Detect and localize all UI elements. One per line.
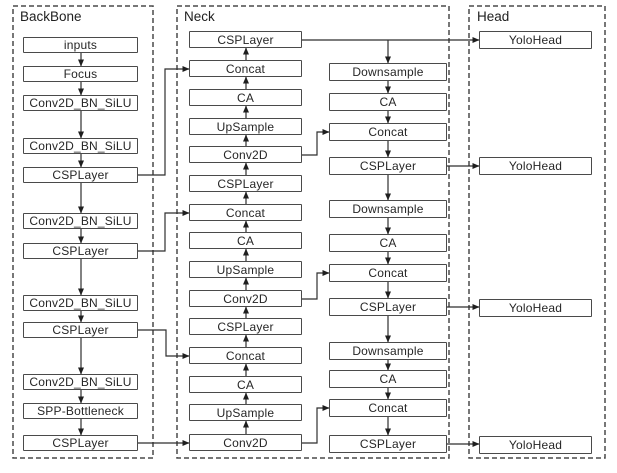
- node-csplayer: CSPLayer: [23, 435, 138, 451]
- group-borders: [12, 5, 606, 459]
- node-csplayer: CSPLayer: [329, 298, 447, 316]
- node-conv2d-bn-silu: Conv2D_BN_SiLU: [23, 213, 138, 229]
- node-yolohead: YoloHead: [479, 299, 592, 317]
- node-concat: Concat: [329, 399, 447, 417]
- node-concat: Concat: [329, 264, 447, 282]
- node-csplayer: CSPLayer: [23, 322, 138, 338]
- node-conv2d-bn-silu: Conv2D_BN_SiLU: [23, 95, 138, 111]
- node-concat: Concat: [189, 204, 302, 221]
- node-upsample: UpSample: [189, 404, 302, 421]
- node-upsample: UpSample: [189, 261, 302, 278]
- node-yolohead: YoloHead: [479, 31, 592, 49]
- node-upsample: UpSample: [189, 118, 302, 135]
- edge-arrow: [138, 66, 190, 176]
- edge-arrow: [138, 210, 190, 252]
- node-concat: Concat: [329, 123, 447, 141]
- node-focus: Focus: [23, 66, 138, 82]
- node-conv2d-bn-silu: Conv2D_BN_SiLU: [23, 374, 138, 390]
- node-ca: CA: [189, 232, 302, 249]
- node-ca: CA: [329, 234, 447, 252]
- node-ca: CA: [189, 89, 302, 106]
- node-yolohead: YoloHead: [479, 157, 592, 175]
- node-conv2d: Conv2D: [189, 290, 302, 307]
- node-ca: CA: [329, 93, 447, 111]
- node-csplayer: CSPLayer: [23, 243, 138, 259]
- node-concat: Concat: [189, 347, 302, 364]
- node-ca: CA: [329, 370, 447, 388]
- group-label-head: Head: [477, 9, 510, 24]
- node-ca: CA: [189, 376, 302, 393]
- node-downsample: Downsample: [329, 63, 447, 81]
- node-csplayer: CSPLayer: [189, 31, 302, 48]
- node-inputs: inputs: [23, 37, 138, 53]
- node-conv2d-bn-silu: Conv2D_BN_SiLU: [23, 138, 138, 154]
- group-label-neck: Neck: [184, 9, 215, 24]
- group-label-backbone: BackBone: [20, 9, 82, 24]
- edge-arrow: [138, 329, 190, 359]
- node-downsample: Downsample: [329, 200, 447, 218]
- node-csplayer: CSPLayer: [329, 157, 447, 175]
- node-csplayer: CSPLayer: [189, 175, 302, 192]
- node-conv2d-bn-silu: Conv2D_BN_SiLU: [23, 295, 138, 311]
- node-downsample: Downsample: [329, 342, 447, 360]
- node-spp-bottleneck: SPP-Bottleneck: [23, 403, 138, 419]
- node-yolohead: YoloHead: [479, 436, 592, 454]
- group-border-neck: [176, 5, 450, 459]
- edge-arrow: [302, 129, 330, 156]
- node-csplayer: CSPLayer: [329, 435, 447, 453]
- node-conv2d: Conv2D: [189, 146, 302, 163]
- node-conv2d: Conv2D: [189, 434, 302, 451]
- group-border-head: [468, 5, 606, 459]
- connector-arrows: [78, 37, 480, 447]
- edge-arrow: [302, 270, 330, 300]
- node-concat: Concat: [189, 60, 302, 77]
- node-csplayer: CSPLayer: [189, 318, 302, 335]
- node-csplayer: CSPLayer: [23, 167, 138, 183]
- edge-arrow: [302, 405, 330, 444]
